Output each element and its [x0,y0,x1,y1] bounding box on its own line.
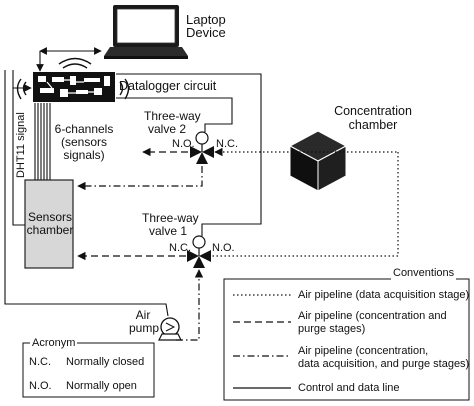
air-pump-label-line1: Air [135,308,151,322]
channels-label-line2: (sensors [60,135,107,149]
acronym-meaning-no: Normally open [66,380,137,392]
dht11-signal-label: DHT11 signal [15,112,27,178]
convention-dotted-text: Air pipeline (data acquisition stage) [298,289,470,301]
concentration-chamber-label-line2: chamber [348,118,398,132]
valve1-label-line1: Three-way [142,211,199,225]
conventions-box [223,278,470,401]
cube-icon [288,130,348,192]
valve2-label-line2: valve 2 [148,122,187,136]
valve2-no-label: N.O. [172,138,195,150]
air-pump-label-line2: pump [128,321,160,335]
convention-dashed-text-line1: Air pipeline (concentration and [298,310,447,322]
conventions-title: Conventions [391,267,457,280]
channels-label-line3: signals) [63,148,105,162]
laptop-icon [104,5,188,59]
valve2-nc-label: N.C. [216,138,238,150]
pipeline-dashed [77,147,188,261]
valve1-nc-label: N.C. [169,242,191,254]
acronym-abbr-nc: N.C. [29,356,51,368]
datalogger-label: Datalogger circuit [119,79,217,93]
legend-line-samples [233,294,291,389]
laptop-label-line2: Device [186,25,226,40]
valve2-label-line1: Three-way [144,109,201,123]
acronym-meaning-nc: Normally closed [66,356,145,368]
valve1-no-label: N.O. [212,242,235,254]
convention-dashdot-text-line2: data acquisition, and purge stages) [298,358,470,370]
sensors-chamber-box [24,179,74,269]
pipeline-dashdot [77,166,204,341]
three-way-valve-2-icon [190,131,214,164]
valve1-label-line2: valve 1 [149,224,188,238]
laptop-label-line1: Laptop [186,12,226,27]
control-data-lines [4,47,262,317]
acronym-abbr-no: N.O. [29,380,52,392]
acronym-box [22,342,155,398]
sensors-chamber-label-line1: Sensors [27,210,73,224]
channels-label-line1: 6-channels [54,122,114,136]
datalogger-board-icon [33,72,115,102]
pipeline-dotted [212,147,399,257]
convention-dashed-text-line2: purge stages) [298,323,366,335]
three-way-valve-1-icon [187,235,211,268]
acronym-title: Acronym [30,337,78,350]
convention-solid-text: Control and data line [298,382,400,394]
convention-dashdot-text-line1: Air pipeline (concentration, [298,345,429,357]
sensors-chamber-label-line2: chamber [26,223,74,237]
concentration-chamber-label-line1: Concentration [334,104,412,118]
